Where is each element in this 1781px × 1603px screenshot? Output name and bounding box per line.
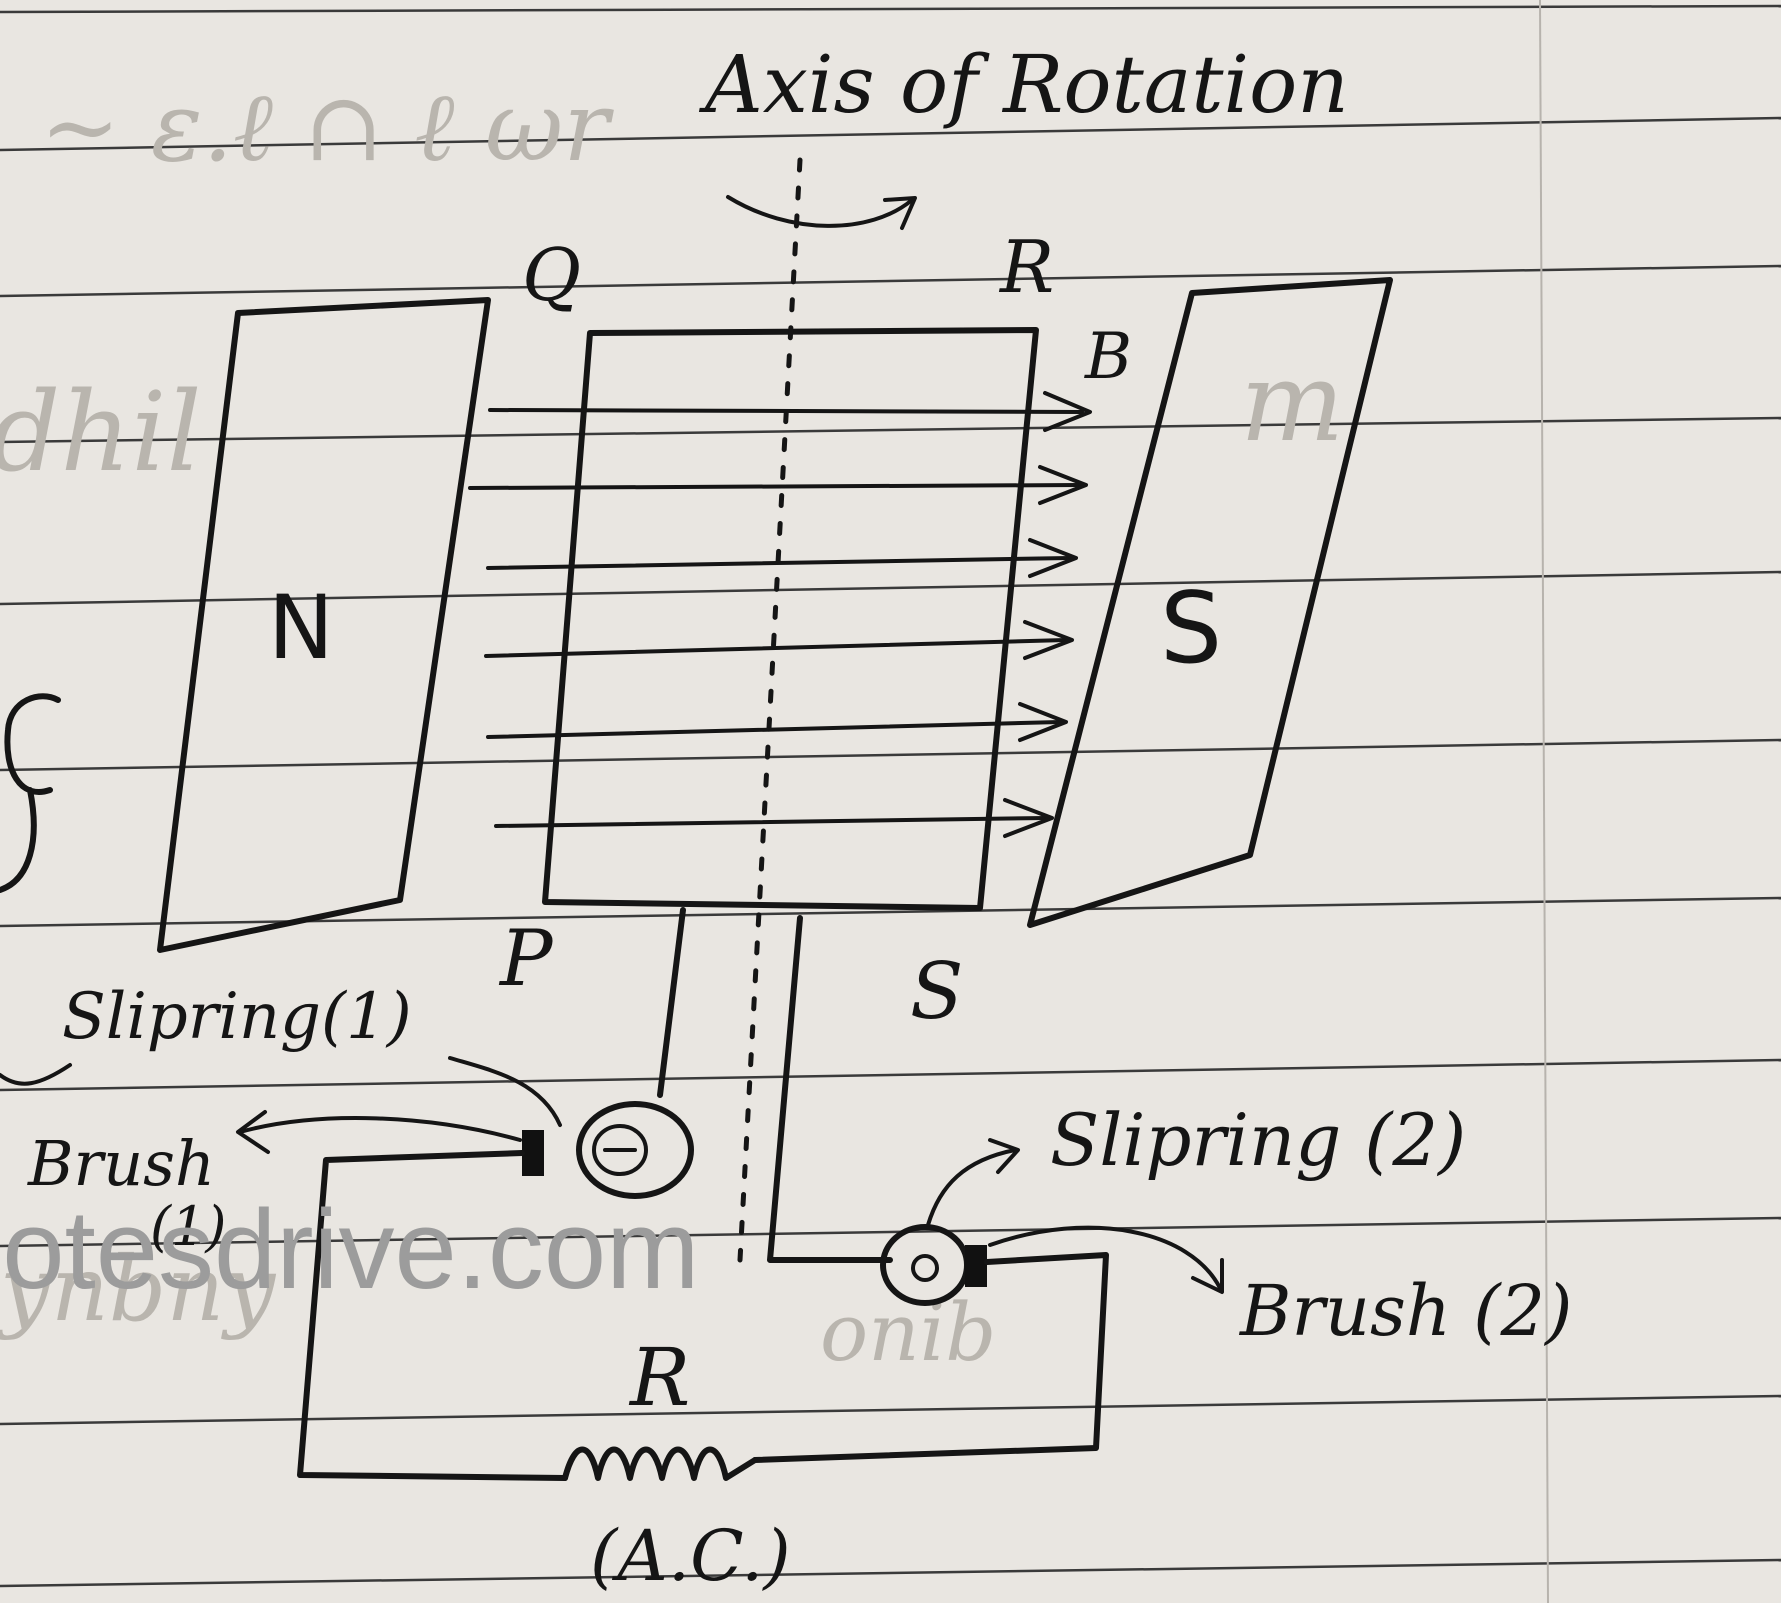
watermark: notesdrive.com [0, 1187, 699, 1312]
magnetic-field-lines [468, 391, 1092, 838]
brush-2-pointer-arrow [988, 1225, 1224, 1294]
svg-text:dhil: dhil [0, 368, 202, 496]
brush-2 [965, 1245, 987, 1287]
axis-of-rotation-label: Axis of Rotation [698, 38, 1349, 131]
corner-s-label: S [910, 947, 963, 1037]
slipring-2-pointer-arrow [926, 1138, 1020, 1227]
slipring-1-pointer-arrow [448, 1056, 562, 1127]
south-magnet-pole [1027, 277, 1393, 928]
coil-lead-right [767, 915, 893, 1263]
slipring-2-label: Slipring (2) [1050, 1098, 1466, 1182]
corner-p-label: P [498, 914, 554, 1004]
armature-coil [542, 327, 1039, 911]
svg-text:m: m [1240, 338, 1344, 466]
slip-ring-1 [576, 1101, 694, 1199]
brush-1-label: Brush [27, 1127, 215, 1200]
magnetic-field-label: B [1084, 320, 1132, 394]
margin-check-stroke [0, 1063, 72, 1086]
slipring-1-label: Slipring(1) [62, 980, 412, 1054]
bleed-through-writing: ~ ε.ℓ ∩ ℓ ωr dhil m ynbny onib [0, 71, 1344, 1379]
coil-lead-left [657, 907, 686, 1098]
north-magnet-pole [157, 297, 491, 953]
ac-output-label: (A.C.) [590, 1515, 791, 1597]
north-pole-label: N [268, 576, 334, 679]
corner-q-label: Q [522, 233, 581, 317]
svg-text:ynbny: ynbny [0, 1237, 276, 1342]
rotation-direction-arrow [726, 195, 917, 230]
svg-text:~ ε.ℓ ∩ ℓ ωr: ~ ε.ℓ ∩ ℓ ωr [40, 71, 614, 183]
margin-hook-stroke [0, 693, 61, 893]
resistor-label: R [628, 1331, 690, 1424]
brush-1-number-label: (1) [150, 1195, 227, 1258]
brush-2-label: Brush (2) [1238, 1270, 1572, 1352]
brush-1-pointer-arrow [236, 1110, 522, 1154]
south-pole-label: S [1160, 572, 1222, 686]
external-circuit-wire [297, 1150, 1109, 1481]
corner-r-label: R [998, 225, 1054, 309]
brush-1 [522, 1130, 544, 1176]
resistor-symbol [562, 1446, 758, 1481]
axis-of-rotation-line [737, 157, 803, 1263]
